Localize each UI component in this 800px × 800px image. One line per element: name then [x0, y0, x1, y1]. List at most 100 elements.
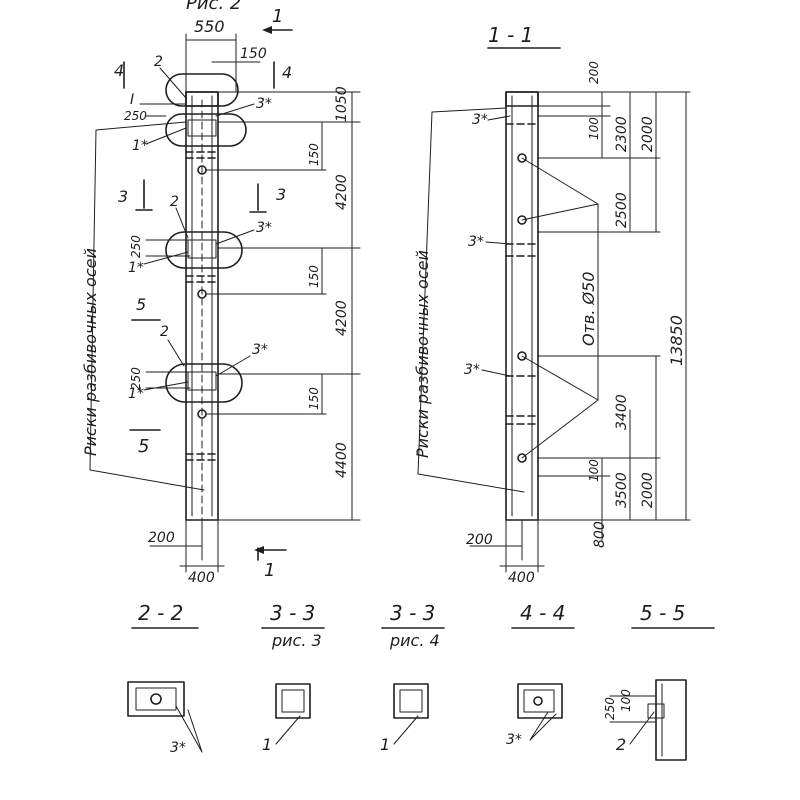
section-3-3b-subtitle: рис. 4: [389, 631, 440, 650]
top-offset-dim: 150: [240, 46, 267, 62]
top-width-dim: 550: [194, 17, 225, 36]
plate-middle: [187, 239, 217, 259]
callout-2-top-leader: [159, 67, 187, 99]
dim-150-2: 150: [307, 265, 321, 288]
callout-1-middle: 1*: [128, 260, 144, 276]
section-5-lower-label: 5: [138, 436, 149, 457]
section-3-3a-leader: [275, 715, 301, 745]
section-4-4-hole: [533, 696, 543, 706]
dim-250-2: 250: [129, 235, 143, 258]
section-dim-2000-top: 2000: [640, 116, 656, 152]
section-3-3b-outline: [393, 683, 429, 719]
section-3-3b-inner: [399, 689, 423, 713]
section-2-2-hole: [150, 693, 162, 705]
section-callout-3-middle-leader: [485, 241, 511, 245]
section-head: [505, 91, 539, 107]
dim-4200-upper: 4200: [334, 174, 350, 210]
bracket-middle: [165, 231, 243, 269]
callout-2-lower-leader: [167, 339, 185, 367]
dim-150-3: 150: [307, 387, 321, 410]
dim-4400: 4400: [334, 442, 350, 478]
holes-label: Отв. Ø50: [579, 272, 598, 346]
section-4-right-label: 4: [282, 63, 292, 82]
section-3-3b-title: 3 - 3: [390, 601, 435, 625]
sections-row: 2 - 2 3* 3 - 3 рис. 3 1 3 - 3 рис. 4 1 4…: [127, 601, 715, 761]
section-5-5-leader: [629, 711, 655, 745]
callout-1-middle-leader: [143, 251, 189, 265]
section-dim-2000-bottom: 2000: [640, 472, 656, 508]
section-dim-3400: 3400: [614, 394, 630, 430]
section-4-4-title: 4 - 4: [520, 601, 565, 625]
section-5-5-dim-250: 250: [603, 697, 617, 720]
callout-2-top: 2: [154, 54, 163, 70]
dim-150-1: 150: [307, 143, 321, 166]
section-4-4-inner: [523, 689, 555, 713]
bracket-top-upper: [165, 73, 239, 107]
section-hole-1: [517, 153, 527, 163]
section-callout-3-lower: 3*: [464, 362, 480, 378]
section-5-5-title: 5 - 5: [640, 601, 685, 625]
bracket-top-lower: [165, 113, 247, 147]
section-callout-3-lower-leader: [481, 369, 511, 377]
callout-1-lower: 1*: [128, 386, 144, 402]
callout-2-lower: 2: [160, 324, 169, 340]
section-axis-leader: [417, 107, 525, 493]
callout-3-middle-leader: [215, 229, 255, 245]
section-bottom-width: 400: [508, 570, 535, 586]
callout-3-top-leader: [215, 103, 255, 117]
section-dim-2300: 2300: [614, 116, 630, 152]
section-3-left-label: 3: [118, 187, 128, 206]
right-view: 1 - 1 Отв. Ø50: [413, 23, 691, 586]
section-dim-3500: 3500: [614, 472, 630, 508]
section-1-bottom-label: 1: [264, 560, 275, 581]
section-4-4-callout: 3*: [506, 732, 522, 748]
left-view: Рис. 2 550 150 1 4 4: [81, 0, 361, 586]
section-callout-3-middle: 3*: [468, 234, 484, 250]
section-1-top-label: 1: [272, 6, 283, 27]
axis-label-leader: [89, 121, 205, 491]
section-5-5-callout: 2: [616, 735, 626, 754]
section-dim-200: 200: [587, 61, 601, 84]
section-dim-2500: 2500: [614, 192, 630, 228]
callout-3-middle: 3*: [256, 220, 272, 236]
section-3-3a-outline: [275, 683, 311, 719]
section-5-5-plate: [647, 703, 665, 719]
section-callout-3-top-leader: [487, 115, 511, 121]
callout-3-top: 3*: [256, 96, 272, 112]
section-3-3a-inner: [281, 689, 305, 713]
section-2-2-outline: [127, 681, 185, 717]
section-callout-3-top: 3*: [472, 112, 488, 128]
section-hole-2: [517, 215, 527, 225]
axis-label-right: Риски разбивочных осей: [413, 250, 432, 458]
section-dim-total: 13850: [667, 315, 686, 366]
section-bottom-offset: 200: [466, 532, 493, 548]
plate-top: [187, 119, 217, 137]
section-3-3b-leader: [393, 715, 419, 745]
section-3-3a-callout: 1: [262, 735, 272, 754]
callout-3-lower: 3*: [252, 342, 268, 358]
section-5-upper-label: 5: [136, 295, 146, 314]
dim-1050: 1050: [334, 86, 350, 122]
holes-leader-lower: [521, 355, 599, 459]
section-3-3b-callout: 1: [380, 735, 390, 754]
section-4-left-label: 4: [114, 61, 124, 80]
callout-3-lower-leader: [215, 355, 251, 377]
section-3-3a-title: 3 - 3: [270, 601, 315, 625]
bottom-offset-dim: 200: [148, 530, 175, 546]
section-column-body: [505, 91, 539, 521]
callout-2-middle-leader: [175, 207, 189, 239]
callout-1-top: 1*: [132, 138, 148, 154]
section-3-right-label: 3: [276, 185, 286, 204]
bottom-width-dim: 400: [188, 570, 215, 586]
bracket-lower: [165, 363, 243, 403]
section-hole-4: [517, 453, 527, 463]
callout-1-top-leader: [145, 127, 187, 145]
section-2-2-inner: [135, 687, 177, 711]
section-dim-100-bottom: 100: [587, 459, 601, 482]
section-5-5-outline: [655, 679, 687, 761]
callout-node-I: I: [130, 92, 134, 108]
section-1-bottom-arrowhead: [254, 546, 264, 554]
callout-2-middle: 2: [170, 194, 179, 210]
section-hole-3: [517, 351, 527, 361]
